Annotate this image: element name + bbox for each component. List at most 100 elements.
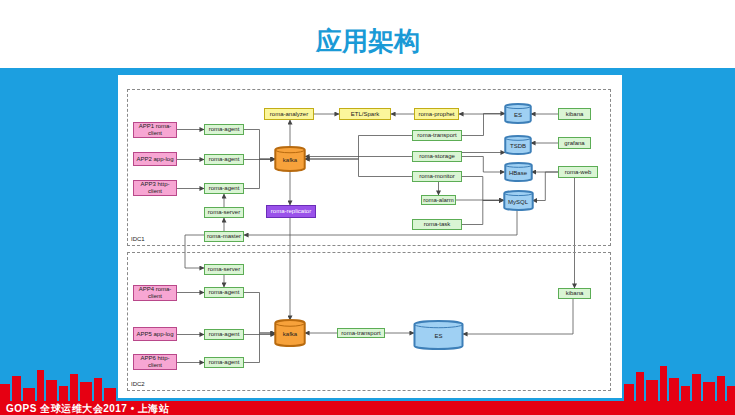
storage-cylinder: TSDB [505,136,531,154]
node-label: roma-web [565,169,592,176]
node-label: grafana [564,140,584,147]
service-box: roma-task [412,219,462,230]
region-title: IDC2 [131,381,145,388]
connector [462,177,504,201]
idc-region: IDC2 roma-serverAPP4 roma-client roma-agen… [127,252,611,391]
node-label: roma-server [208,266,240,273]
node-label: roma-analyzer [270,111,308,118]
connector [305,333,337,334]
service-box: grafana [558,137,591,149]
service-box: roma-transport [412,130,462,141]
idc-region: IDC1APP1 roma-clientroma-agentAPP2 app-l… [127,89,611,246]
node-label: roma-master [207,233,241,240]
connector [391,114,414,115]
analysis-box: ETL/Spark [339,108,391,120]
node-label: APP2 app-log [136,156,173,163]
cylinder-rim [505,106,530,108]
node-label: roma-agent [209,289,240,296]
node-label: roma-agent [209,331,240,338]
connector [305,156,412,157]
cylinder-body [275,320,304,346]
connector [177,362,204,363]
cylinder-body [275,147,304,171]
cylinder-body [505,104,530,123]
service-box: roma-alarm [421,195,456,205]
connector [462,201,504,225]
connector [314,114,339,115]
app-box: APP2 app-log [133,152,177,166]
node-label: roma-agent [209,156,240,163]
connector [290,171,291,205]
node-label: kafka [283,154,297,164]
app-box: APP4 roma-client [133,285,177,301]
queue-cylinder: kafka [275,147,305,171]
connector [531,114,558,115]
storage-cylinder: HBase [505,163,532,181]
connector [462,157,505,173]
cylinder-rim [275,150,304,153]
replicator-box: roma-replicator [266,205,316,218]
connector [305,136,412,160]
queue-cylinder: kafka [275,320,305,346]
service-box: kibana [558,288,591,299]
connector [224,194,225,207]
region-title: IDC1 [131,236,145,243]
diagram-panel [118,75,622,398]
cylinder-body [505,163,531,181]
node-label: roma-alarm [423,197,454,204]
connector [244,130,275,160]
node-label: roma-agent [209,126,240,133]
node-label: roma-prophet [418,111,454,118]
connector [224,218,225,231]
cylinder-body [504,191,532,210]
connector [177,334,204,335]
connector [438,182,439,195]
service-box: roma-agent [204,124,244,135]
connector [462,152,505,153]
service-box: kibana [558,108,591,120]
connector [290,120,291,147]
analysis-box: roma-prophet [414,108,459,120]
connector [244,159,275,189]
connector [177,292,204,293]
node-label: roma-server [208,209,240,216]
node-label: roma-task [424,221,451,228]
node-label: roma-storage [419,153,455,160]
service-box: roma-server [204,264,244,275]
node-label: APP5 app-log [136,331,173,338]
connector [177,129,204,130]
service-box: roma-monitor [412,171,462,182]
connector [463,299,573,334]
storage-cylinder: ES [505,104,531,123]
cylinder-body [505,136,530,154]
connector [290,218,291,320]
service-box: roma-agent [204,183,244,194]
node-label: APP4 roma-client [135,286,175,299]
service-box: roma-web [558,166,598,178]
node-label: roma-replicator [271,208,311,215]
analysis-box: roma-analyzer [264,108,314,120]
app-box: APP3 http-client [133,180,177,196]
node-label: roma-transport [417,132,456,139]
connector [244,293,275,334]
node-label: MySQL [508,196,528,206]
cylinder-rim [504,193,532,195]
node-label: kibana [566,111,584,118]
service-box: roma-storage [412,151,462,162]
node-label: APP3 http-client [135,181,175,194]
app-box: APP5 app-log [133,327,177,341]
node-label: kafka [283,328,297,338]
service-box: roma-transport [337,328,385,338]
node-label: APP1 roma-client [135,123,175,136]
service-box: roma-agent [204,154,244,165]
connector [462,114,505,136]
connector [385,333,414,334]
connector [531,143,558,144]
cylinder-rim [505,138,530,140]
connector [305,159,412,177]
node-label: ES [514,109,522,119]
connector [224,275,225,287]
cylinder-rim [275,323,304,326]
connector [244,333,275,363]
